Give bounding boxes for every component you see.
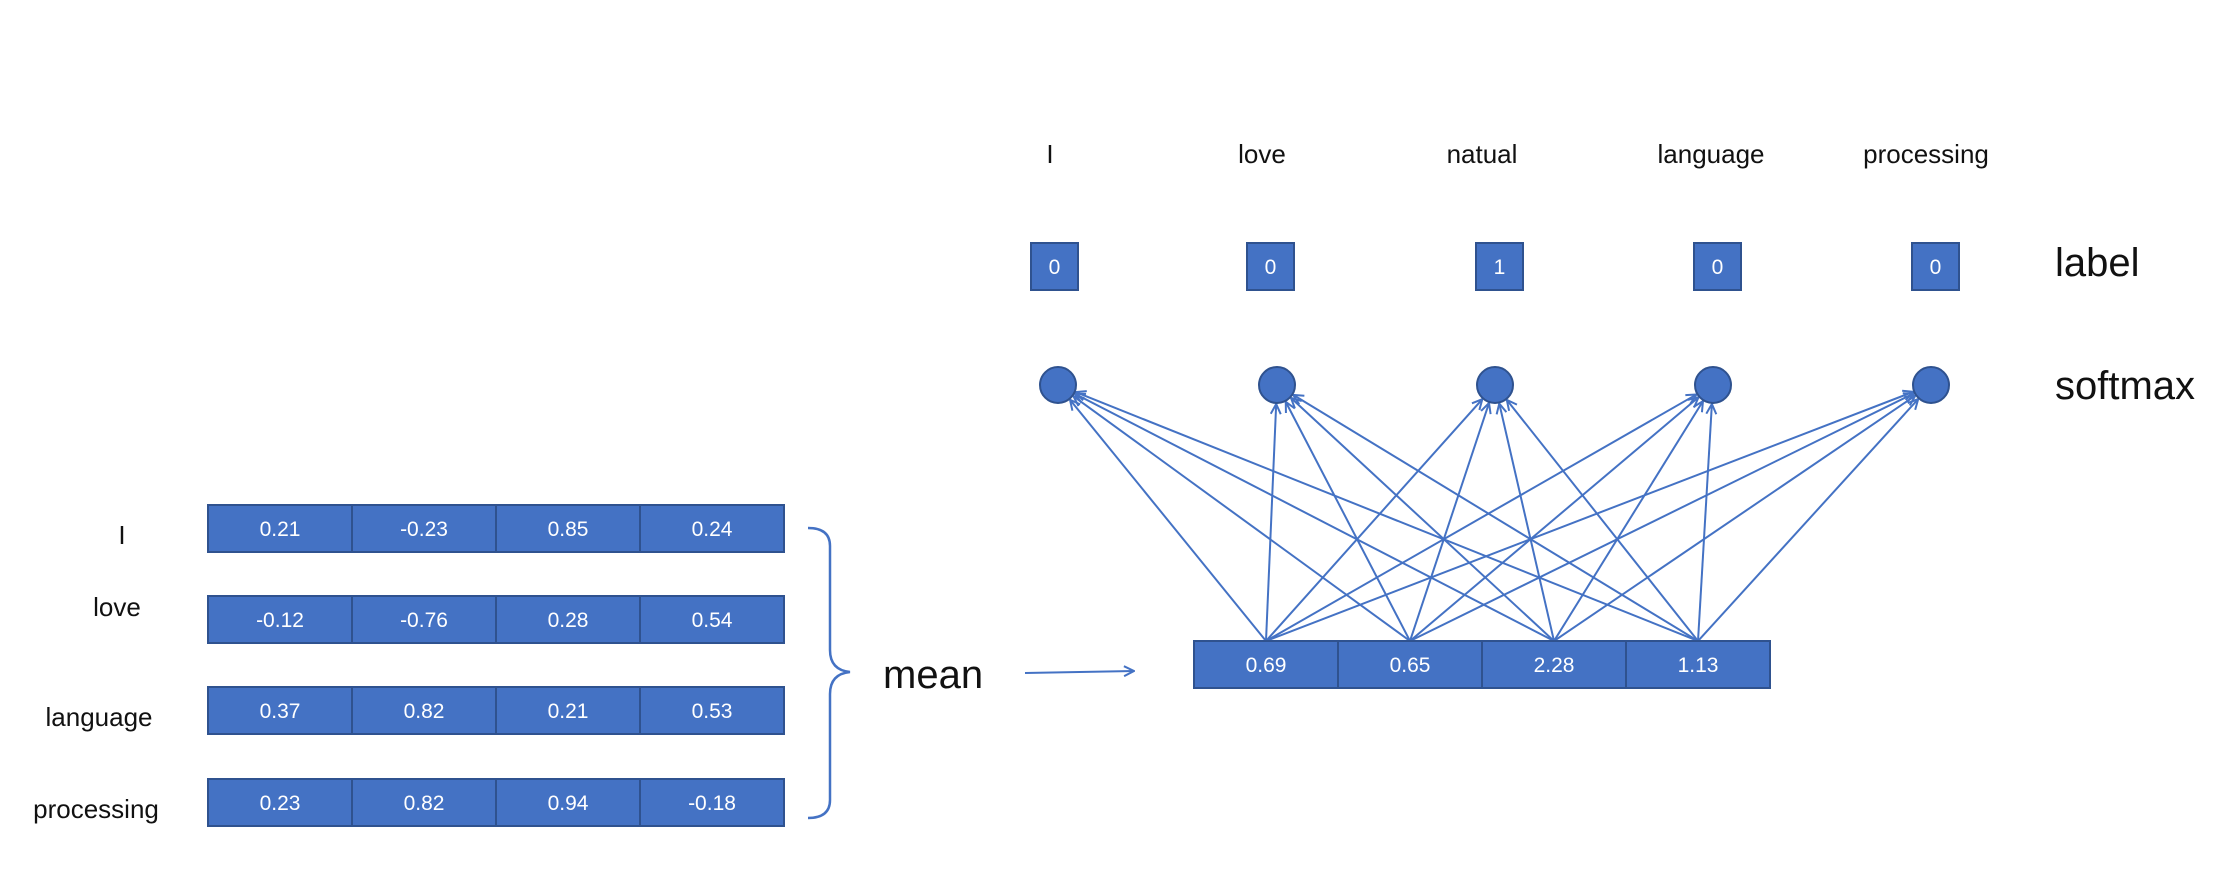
- softmax-title: softmax: [2055, 364, 2195, 408]
- embedding-value: -0.12: [256, 609, 304, 632]
- mean-value: 2.28: [1534, 654, 1575, 677]
- input-word-3: processing: [33, 794, 159, 824]
- top-word-0: I: [1046, 139, 1053, 169]
- embedding-row-1: -0.12 -0.76 0.28 0.54: [207, 595, 785, 644]
- connections: [1070, 392, 1918, 642]
- connection-line-0-2: [1265, 399, 1482, 642]
- embedding-value: 0.54: [692, 609, 733, 632]
- label-value-1: 0: [1265, 256, 1277, 279]
- embedding-cell: [639, 595, 785, 644]
- embedding-row-0: 0.21 -0.23 0.85 0.24: [207, 504, 785, 553]
- top-word-3: language: [1658, 139, 1765, 169]
- top-word-4: processing: [1863, 139, 1989, 169]
- curly-brace: [807, 526, 851, 820]
- softmax-node-3: [1694, 366, 1732, 404]
- connection-line-1-1: [1286, 402, 1411, 642]
- label-value-3: 0: [1712, 256, 1724, 279]
- connection-line-2-1: [1291, 398, 1555, 642]
- embedding-cell: [207, 686, 353, 735]
- embedding-value: 0.21: [548, 700, 589, 723]
- embedding-value: 0.28: [548, 609, 589, 632]
- top-word-2: natual: [1447, 139, 1518, 169]
- input-word-1: love: [93, 592, 141, 622]
- input-word-0: I: [118, 520, 125, 550]
- softmax-node-4: [1912, 366, 1950, 404]
- embedding-value: -0.23: [400, 518, 448, 541]
- embedding-cell: [639, 778, 785, 827]
- mean-cell: [1337, 640, 1483, 689]
- mean-vector: 0.69 0.65 2.28 1.13: [1193, 640, 1771, 689]
- connection-line-3-3: [1697, 404, 1712, 642]
- label-box-1: [1246, 242, 1295, 291]
- softmax-node-2: [1476, 366, 1514, 404]
- label-box-3: [1693, 242, 1742, 291]
- embedding-cell: [495, 686, 641, 735]
- embedding-value: -0.18: [688, 792, 736, 815]
- embedding-cell: [639, 686, 785, 735]
- embedding-cell: [351, 778, 497, 827]
- connection-line-2-0: [1075, 394, 1555, 642]
- embedding-cell: [495, 778, 641, 827]
- label-box-0: [1030, 242, 1079, 291]
- embedding-cell: [639, 504, 785, 553]
- connection-line-0-1: [1265, 404, 1276, 642]
- top-words: I love natual language processing: [1046, 139, 1988, 169]
- label-value-4: 0: [1930, 256, 1942, 279]
- label-title: label: [2055, 241, 2140, 285]
- embedding-value: 0.94: [548, 792, 589, 815]
- embedding-value: 0.82: [404, 700, 445, 723]
- connection-line-3-1: [1293, 395, 1699, 642]
- label-value-0: 0: [1049, 256, 1061, 279]
- connection-line-3-2: [1507, 400, 1699, 642]
- connection-line-3-4: [1697, 399, 1918, 642]
- label-value-2: 1: [1494, 256, 1506, 279]
- connection-line-2-4: [1553, 396, 1915, 642]
- embedding-value: 0.82: [404, 792, 445, 815]
- connection-line-0-4: [1265, 392, 1913, 642]
- connection-line-1-2: [1409, 403, 1489, 642]
- embedding-value: 0.37: [260, 700, 301, 723]
- connection-line-1-3: [1409, 397, 1698, 642]
- connection-line-2-2: [1499, 404, 1555, 642]
- mean-cell: [1625, 640, 1771, 689]
- connection-line-0-0: [1070, 400, 1267, 642]
- softmax-nodes: [1039, 366, 1950, 404]
- mean-value: 0.65: [1390, 654, 1431, 677]
- mean-cell: [1481, 640, 1627, 689]
- mean-value: 0.69: [1246, 654, 1287, 677]
- top-word-1: love: [1238, 139, 1286, 169]
- input-word-2: language: [46, 702, 153, 732]
- embedding-row-2: 0.37 0.82 0.21 0.53: [207, 686, 785, 735]
- embedding-value: 0.24: [692, 518, 733, 541]
- connection-line-1-4: [1409, 393, 1914, 642]
- connection-line-0-3: [1265, 394, 1697, 642]
- softmax-node-1: [1258, 366, 1296, 404]
- embedding-value: 0.53: [692, 700, 733, 723]
- embedding-value: -0.76: [400, 609, 448, 632]
- softmax-node-0: [1039, 366, 1077, 404]
- embedding-cell: [351, 595, 497, 644]
- embedding-value: 0.85: [548, 518, 589, 541]
- mean-label: mean: [883, 653, 983, 697]
- label-box-4: [1911, 242, 1960, 291]
- connection-line-2-3: [1553, 401, 1703, 642]
- embedding-cell: [207, 504, 353, 553]
- embedding-value: 0.23: [260, 792, 301, 815]
- embedding-value: 0.21: [260, 518, 301, 541]
- connection-line-3-0: [1076, 392, 1699, 642]
- mean-arrow: [1024, 671, 1134, 673]
- connection-line-1-0: [1073, 396, 1411, 642]
- input-words: I love language processing: [33, 520, 159, 824]
- mean-value: 1.13: [1678, 654, 1719, 677]
- label-box-2: [1475, 242, 1524, 291]
- embedding-row-3: 0.23 0.82 0.94 -0.18: [207, 778, 785, 827]
- label-boxes: 0 0 1 0 0: [1030, 242, 1960, 291]
- mean-cell: [1193, 640, 1339, 689]
